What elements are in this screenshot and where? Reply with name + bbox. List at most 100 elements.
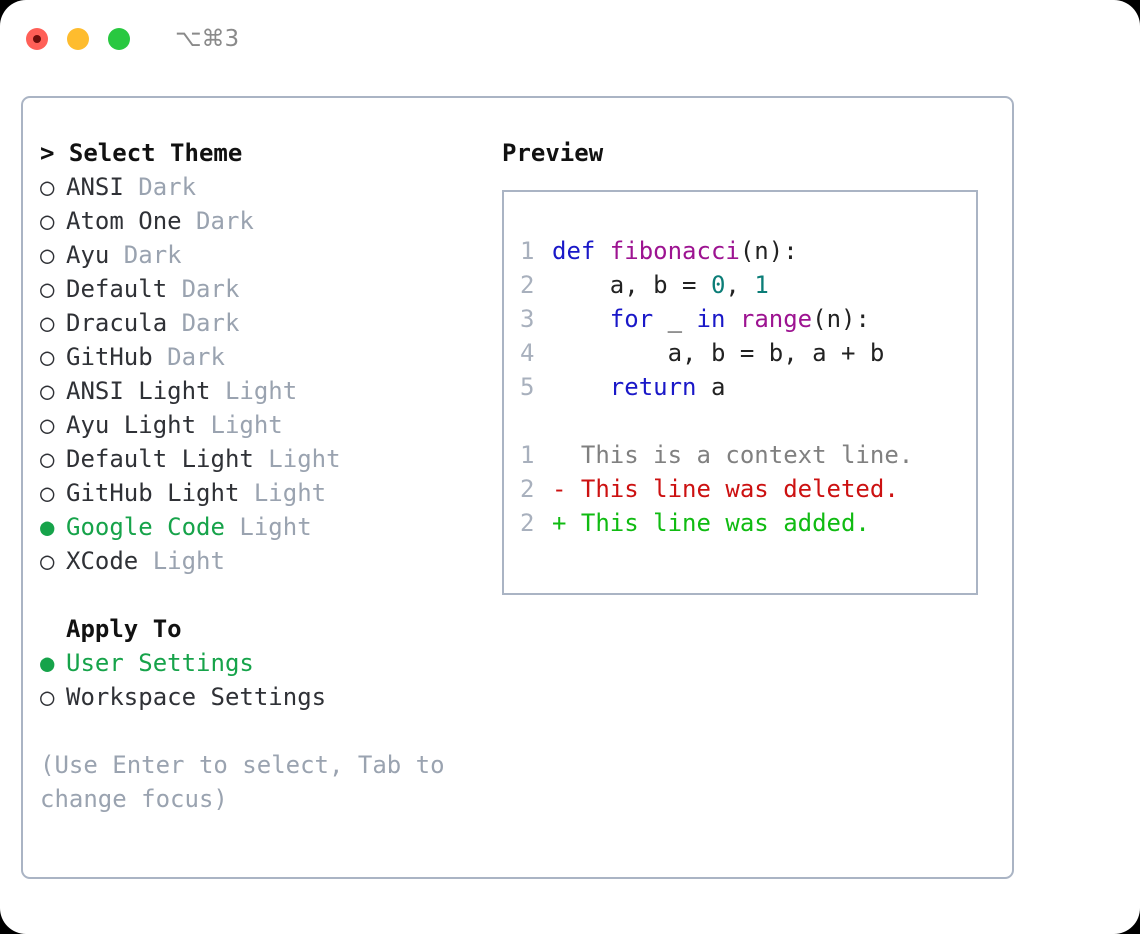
code-token: a xyxy=(696,373,726,401)
radio-unselected-icon[interactable]: ○ xyxy=(40,275,69,303)
theme-variant-badge: Dark xyxy=(123,173,197,201)
window-titlebar: ⌥⌘3 xyxy=(0,0,1140,78)
code-token: a, b = xyxy=(552,271,711,299)
theme-name: GitHub Light xyxy=(66,479,240,507)
radio-unselected-icon[interactable]: ○ xyxy=(40,377,69,405)
diff-line: 1 This is a context line. xyxy=(520,438,976,472)
theme-variant-badge: Light xyxy=(224,513,312,541)
radio-selected-icon[interactable]: ● xyxy=(40,513,69,541)
code-token: 0 xyxy=(710,271,726,299)
diff-line: 2- This line was deleted. xyxy=(520,472,976,506)
theme-variant-badge: Light xyxy=(210,377,298,405)
diff-sample: 1 This is a context line.2- This line wa… xyxy=(520,438,976,540)
code-line: 4 a, b = b, a + b xyxy=(520,336,976,370)
radio-unselected-icon[interactable]: ○ xyxy=(40,479,69,507)
theme-variant-badge: Dark xyxy=(109,241,182,269)
theme-list-item[interactable]: ○ Dracula Dark xyxy=(40,306,480,340)
theme-variant-badge: Light xyxy=(138,547,225,575)
code-token xyxy=(552,305,610,333)
line-number: 3 xyxy=(520,305,535,333)
apply-to-option[interactable]: ● User Settings xyxy=(40,646,480,680)
apply-to-option[interactable]: ○ Workspace Settings xyxy=(40,680,480,714)
theme-list-item[interactable]: ○ ANSI Dark xyxy=(40,170,480,204)
theme-variant-badge: Dark xyxy=(152,343,225,371)
code-token: fibonacci xyxy=(609,237,740,265)
list-spacer xyxy=(40,578,480,612)
theme-list-item[interactable]: ○ GitHub Light Light xyxy=(40,476,480,510)
radio-unselected-icon[interactable]: ○ xyxy=(40,173,69,201)
theme-picker-heading: > Select Theme xyxy=(40,136,480,170)
close-button-icon[interactable] xyxy=(26,28,48,50)
radio-selected-icon[interactable]: ● xyxy=(40,649,69,677)
theme-list-item[interactable]: ○ Default Dark xyxy=(40,272,480,306)
apply-to-list: ● User Settings○ Workspace Settings xyxy=(40,646,480,714)
code-token xyxy=(725,305,739,333)
apply-to-label: Apply To xyxy=(66,615,182,643)
theme-list-item[interactable]: ○ GitHub Dark xyxy=(40,340,480,374)
code-token: 1 xyxy=(754,271,769,299)
theme-list-item[interactable]: ○ Atom One Dark xyxy=(40,204,480,238)
theme-name: Ayu Light xyxy=(66,411,197,439)
radio-unselected-icon[interactable]: ○ xyxy=(40,445,69,473)
diff-line: 2 + This line was added. xyxy=(520,506,976,540)
diff-line-text: This is a context line. xyxy=(552,441,914,469)
code-token: range xyxy=(739,305,813,333)
radio-unselected-icon[interactable]: ○ xyxy=(40,309,69,337)
theme-list-item[interactable]: ○ Default Light Light xyxy=(40,442,480,476)
theme-name: Ayu xyxy=(66,241,110,269)
theme-variant-badge: Light xyxy=(239,479,327,507)
code-line: 3 for _ in range(n): xyxy=(520,302,976,336)
minimize-button-icon[interactable] xyxy=(67,28,89,50)
diff-line-text: + This line was added. xyxy=(552,509,870,537)
code-line: 5 return a xyxy=(520,370,976,404)
line-number: 2 xyxy=(520,509,535,537)
keyboard-shortcut-label: ⌥⌘3 xyxy=(175,26,240,52)
theme-variant-badge: Dark xyxy=(167,309,240,337)
radio-unselected-icon[interactable]: ○ xyxy=(40,241,69,269)
preview-title: Preview xyxy=(502,139,604,167)
heading-marker: > xyxy=(40,139,69,167)
theme-picker-column: > Select Theme ○ ANSI Dark○ Atom One Dar… xyxy=(40,136,480,816)
apply-to-option-label: User Settings xyxy=(66,649,254,677)
theme-variant-badge: Dark xyxy=(181,207,254,235)
radio-unselected-icon[interactable]: ○ xyxy=(40,207,69,235)
code-token: for xyxy=(609,305,654,333)
apply-to-option-label: Workspace Settings xyxy=(66,683,327,711)
theme-list-item[interactable]: ○ Ayu Dark xyxy=(40,238,480,272)
theme-list-item[interactable]: ● Google Code Light xyxy=(40,510,480,544)
code-token: def xyxy=(552,237,610,265)
theme-name: Google Code xyxy=(66,513,225,541)
diff-line-text: - This line was deleted. xyxy=(552,475,899,503)
zoom-button-icon[interactable] xyxy=(108,28,130,50)
keyboard-hint-text: (Use Enter to select, Tab to change focu… xyxy=(40,751,460,813)
theme-list-item[interactable]: ○ XCode Light xyxy=(40,544,480,578)
theme-name: GitHub xyxy=(66,343,153,371)
code-diff-gap xyxy=(520,404,976,438)
theme-name: Default xyxy=(66,275,168,303)
theme-name: Dracula xyxy=(66,309,168,337)
theme-name: ANSI Light xyxy=(66,377,211,405)
theme-list-item[interactable]: ○ Ayu Light Light xyxy=(40,408,480,442)
line-number: 1 xyxy=(520,237,535,265)
theme-list-item[interactable]: ○ ANSI Light Light xyxy=(40,374,480,408)
theme-name: XCode xyxy=(66,547,139,575)
radio-unselected-icon[interactable]: ○ xyxy=(40,343,69,371)
main-panel: > Select Theme ○ ANSI Dark○ Atom One Dar… xyxy=(21,96,1014,879)
page-title: Select Theme xyxy=(68,139,243,167)
code-token: (n): xyxy=(812,305,870,333)
traffic-light-controls xyxy=(26,28,130,50)
radio-unselected-icon[interactable]: ○ xyxy=(40,683,69,711)
theme-name: Atom One xyxy=(66,207,182,235)
radio-unselected-icon[interactable]: ○ xyxy=(40,411,69,439)
theme-variant-badge: Light xyxy=(253,445,341,473)
code-line: 2 a, b = 0, 1 xyxy=(520,268,976,302)
code-token: , xyxy=(725,271,755,299)
line-number: 1 xyxy=(520,441,535,469)
radio-unselected-icon[interactable]: ○ xyxy=(40,547,69,575)
line-number: 5 xyxy=(520,373,535,401)
code-token: _ xyxy=(653,305,697,333)
